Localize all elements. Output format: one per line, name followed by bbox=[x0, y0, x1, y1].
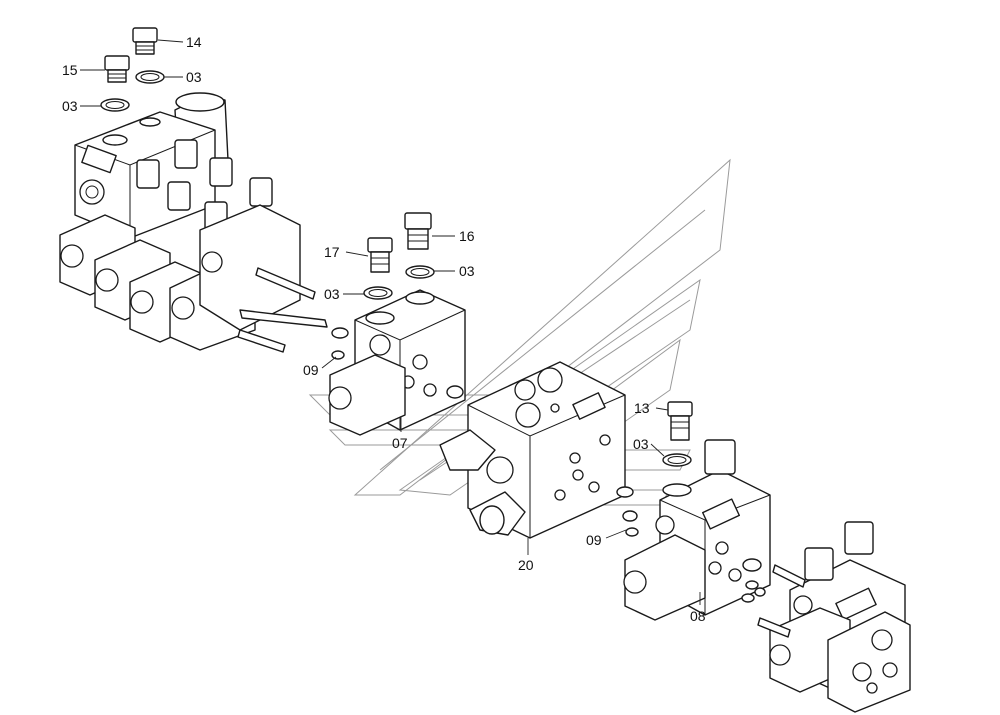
seal-ring-09 bbox=[331, 350, 345, 360]
seal-ring-09 bbox=[622, 510, 638, 522]
fitting-17 bbox=[367, 237, 393, 273]
label-07: 07 bbox=[392, 435, 408, 451]
tie-rods bbox=[237, 267, 328, 353]
o-ring-03 bbox=[363, 286, 393, 300]
label-08: 08 bbox=[690, 608, 706, 624]
label-03: 03 bbox=[459, 263, 475, 279]
label-03: 03 bbox=[633, 436, 649, 452]
label-20: 20 bbox=[518, 557, 534, 573]
o-ring-03 bbox=[662, 453, 692, 467]
tie-rod bbox=[772, 564, 806, 588]
fitting-13 bbox=[667, 401, 693, 441]
callout-labels: 14 03 15 03 17 16 03 03 09 07 13 03 09 2… bbox=[62, 34, 706, 624]
o-ring-03 bbox=[405, 265, 435, 279]
seal-ring bbox=[745, 580, 759, 590]
label-15: 15 bbox=[62, 62, 78, 78]
fitting-14 bbox=[132, 27, 158, 55]
label-09: 09 bbox=[586, 532, 602, 548]
label-09: 09 bbox=[303, 362, 319, 378]
seal-ring bbox=[616, 486, 634, 498]
seal-ring bbox=[754, 587, 766, 597]
fitting-15 bbox=[104, 55, 130, 83]
valve-bank-assembly-1 bbox=[59, 27, 328, 353]
seal-ring bbox=[742, 558, 762, 572]
label-03: 03 bbox=[324, 286, 340, 302]
label-17: 17 bbox=[324, 244, 340, 260]
label-16: 16 bbox=[459, 228, 475, 244]
fitting-16 bbox=[404, 212, 432, 250]
tie-rod bbox=[757, 617, 791, 638]
seal-ring bbox=[446, 385, 464, 399]
o-ring-03 bbox=[135, 70, 165, 84]
leader-lines bbox=[80, 39, 701, 605]
seal-ring bbox=[331, 327, 349, 339]
label-13: 13 bbox=[634, 400, 650, 416]
seal-ring-09 bbox=[625, 527, 639, 537]
label-03: 03 bbox=[186, 69, 202, 85]
manifold-block-20 bbox=[439, 361, 626, 539]
seal-ring bbox=[741, 593, 755, 603]
label-03: 03 bbox=[62, 98, 78, 114]
valve-section-07 bbox=[328, 212, 466, 436]
valve-section-08 bbox=[623, 401, 771, 621]
label-14: 14 bbox=[186, 34, 202, 50]
o-ring-03 bbox=[100, 98, 130, 112]
valve-end-assembly bbox=[757, 521, 911, 713]
